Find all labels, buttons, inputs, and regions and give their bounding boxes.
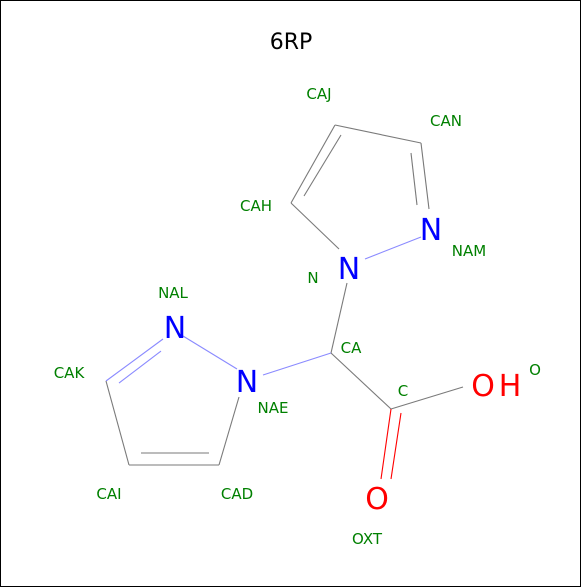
label-cai: CAI [96, 485, 121, 503]
element-nal: N [164, 311, 186, 346]
element-oh-hydrogen: H [499, 369, 522, 404]
label-o: O [529, 361, 541, 379]
label-cak: CAK [54, 364, 86, 382]
bond-n-ca [330, 282, 348, 354]
bond-cah-caj [290, 124, 336, 204]
bond-n-cah [290, 202, 340, 250]
left-pyrazole-ring [105, 335, 240, 466]
label-nae: NAE [258, 399, 289, 417]
label-nam: NAM [452, 242, 486, 260]
atom-labels: CAJ CAN CAH NAM N NAL CA CAK NAE C O CAI… [54, 85, 541, 548]
label-n: N [307, 269, 318, 287]
bond-caj-can [334, 124, 422, 144]
bond-can-nam-double [410, 152, 418, 206]
element-n-top: N [338, 252, 360, 287]
bond-cad-nae [218, 396, 240, 466]
element-oh-oxygen: O [471, 369, 495, 404]
label-cad: CAD [221, 485, 253, 503]
bond-nam-n [364, 236, 422, 260]
top-pyrazole-ring [290, 124, 430, 260]
bond-ca-c [330, 352, 392, 410]
element-oxt: O [365, 482, 389, 517]
bond-nal-cak-double [118, 350, 162, 384]
bond-c-oxt-double [390, 412, 402, 480]
central-bonds [262, 282, 464, 480]
element-nae: N [236, 365, 258, 400]
molecule-title: 6RP [270, 30, 313, 55]
bond-c-oh [390, 386, 464, 410]
label-caj: CAJ [306, 85, 331, 103]
bond-c-oxt [380, 408, 392, 480]
element-symbols: N N N N O H O [164, 213, 522, 517]
bond-nal-nae [182, 335, 238, 370]
element-nam: N [420, 213, 442, 248]
label-cah: CAH [240, 197, 272, 215]
bond-can-nam [420, 142, 430, 210]
bond-cak-cai [105, 380, 130, 466]
label-oxt: OXT [352, 530, 383, 548]
label-nal: NAL [158, 284, 188, 302]
label-c: C [398, 382, 408, 400]
label-can: CAN [430, 112, 462, 130]
bond-cah-caj-double [303, 134, 342, 197]
bond-nal-cak [105, 338, 164, 382]
bond-ca-nae [262, 352, 332, 376]
label-ca: CA [341, 339, 362, 357]
